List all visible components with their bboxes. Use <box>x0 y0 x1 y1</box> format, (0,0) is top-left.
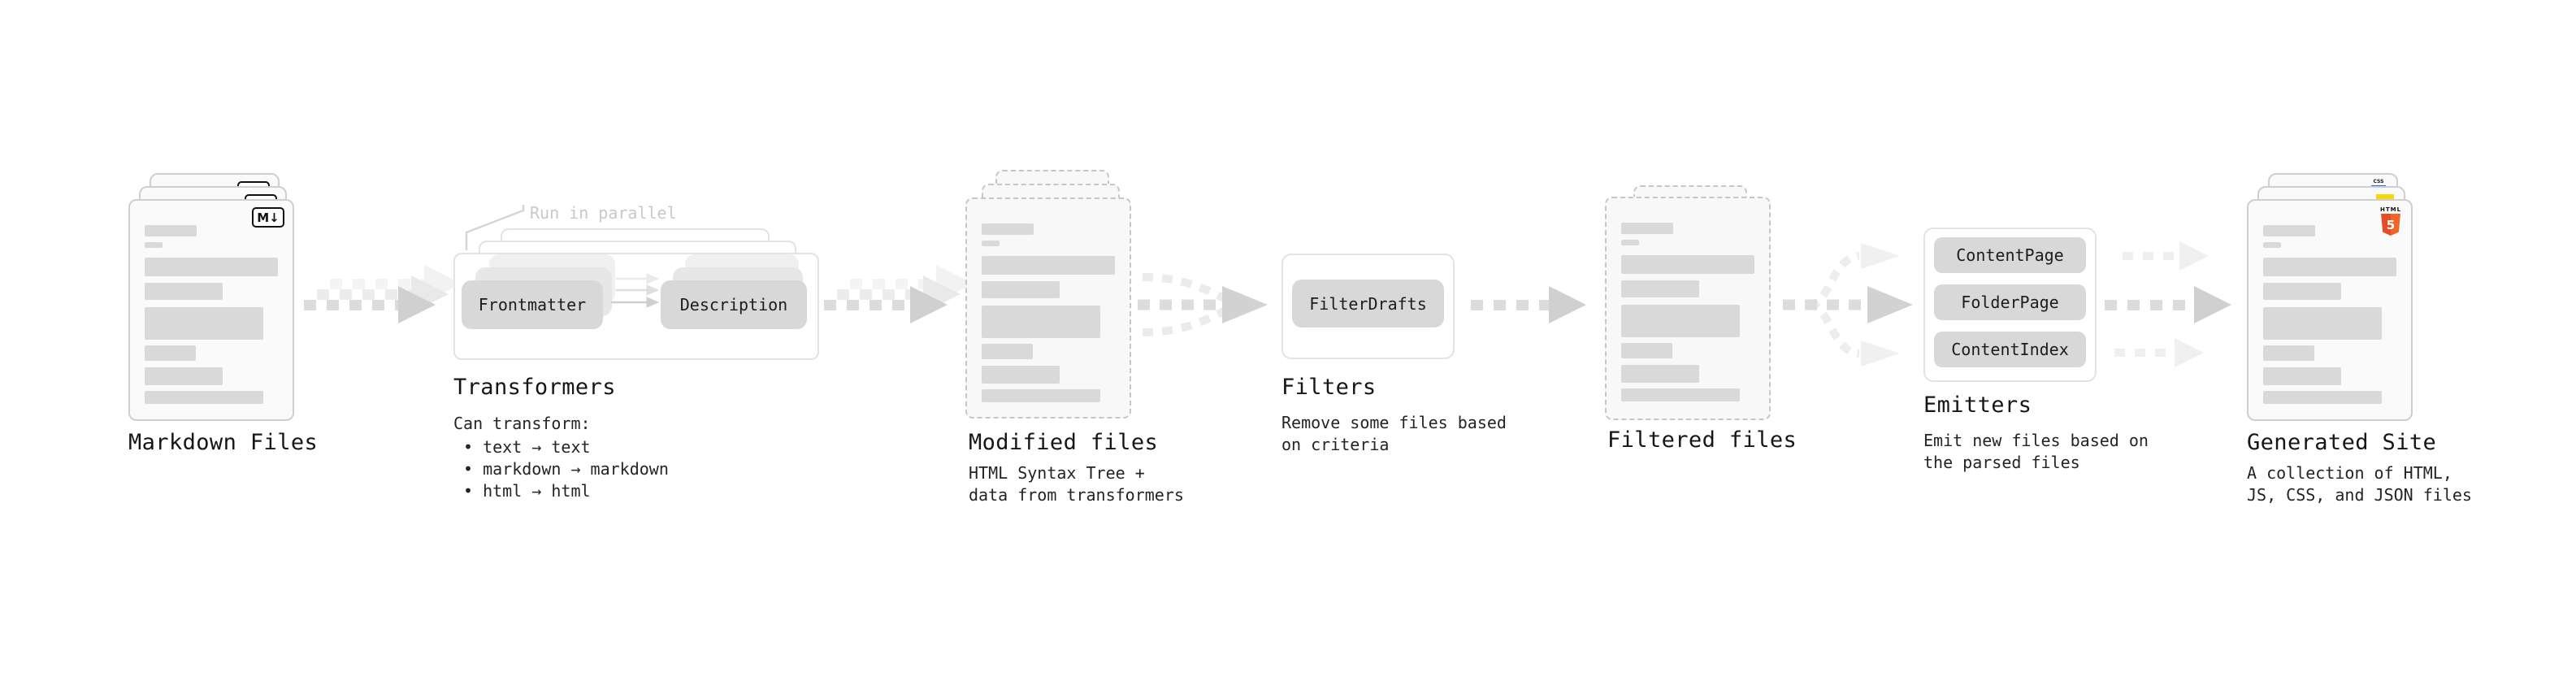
generated-site-stack: CSS HTML 5 <box>2247 173 2442 425</box>
run-in-parallel-annotation: Run in parallel <box>530 203 677 223</box>
html-file: HTML 5 <box>2247 199 2413 421</box>
transformers-bullet: • markdown → markdown <box>463 459 669 479</box>
html5-icon: HTML 5 <box>2380 206 2401 236</box>
arrow-transformers-to-modified <box>824 265 987 346</box>
modified-files-desc: HTML Syntax Tree + <box>969 463 1145 483</box>
arrow-fanout-filtered-to-emitters <box>1783 243 1913 367</box>
generated-site-label: Generated Site <box>2247 430 2437 455</box>
filters-desc: Remove some files based <box>1281 413 1507 432</box>
arrow-filters-to-filtered <box>1471 286 1593 323</box>
filterdrafts-pill: FilterDrafts <box>1292 280 1444 327</box>
filterdrafts-pill-label: FilterDrafts <box>1309 293 1427 314</box>
description-pill-label: Description <box>679 295 788 314</box>
transformers-bullet: • text → text <box>463 437 591 457</box>
generated-site-desc: JS, CSS, and JSON files <box>2247 485 2472 505</box>
arrow-contentpage-to-site <box>2123 241 2220 271</box>
markdown-files-stack: M↓ M↓ M↓ <box>128 173 323 425</box>
filtered-files-label: Filtered files <box>1607 427 1798 453</box>
modified-files-desc: data from transformers <box>969 485 1184 505</box>
contentpage-pill-label: ContentPage <box>1956 245 2064 265</box>
html5-icon-shield: 5 <box>2381 214 2400 236</box>
pill-to-pill-arrows <box>611 273 660 308</box>
folderpage-pill-label: FolderPage <box>1961 293 2059 312</box>
transformers-note-title: Can transform: <box>453 414 591 433</box>
frontmatter-pill: Frontmatter <box>462 280 603 329</box>
skeleton-text <box>982 223 1115 402</box>
arrow-contentindex-to-site <box>2114 338 2212 367</box>
skeleton-text <box>145 225 278 404</box>
frontmatter-pill-label: Frontmatter <box>478 295 587 314</box>
skeleton-text <box>1621 223 1754 401</box>
filtered-file-front <box>1605 197 1771 420</box>
arrow-folderpage-to-site <box>2105 286 2235 323</box>
generated-site-desc: A collection of HTML, <box>2247 463 2452 483</box>
contentindex-pill: ContentIndex <box>1934 332 2086 367</box>
arrow-merge-modified-to-filters <box>1138 273 1268 336</box>
modified-file-front <box>965 197 1131 419</box>
emitters-desc: the parsed files <box>1923 453 2080 472</box>
modified-files-stack <box>965 170 1136 422</box>
contentindex-pill-label: ContentIndex <box>1951 340 2069 359</box>
emitters-desc: Emit new files based on <box>1923 431 2149 450</box>
arrow-markdown-to-transformers <box>304 265 466 346</box>
filters-label: Filters <box>1281 375 1377 400</box>
contentpage-pill: ContentPage <box>1934 237 2086 273</box>
skeleton-text <box>2263 225 2396 404</box>
markdown-file-front: M↓ <box>128 199 294 421</box>
markdown-icon: M↓ <box>252 207 284 228</box>
filtered-files-stack <box>1605 185 1776 425</box>
description-pill: Description <box>661 280 807 329</box>
css-icon-label: CSS <box>2373 179 2384 184</box>
folderpage-pill: FolderPage <box>1934 284 2086 320</box>
annotation-leader-line <box>465 205 525 250</box>
emitters-label: Emitters <box>1923 393 2032 418</box>
html5-icon-word: HTML <box>2380 206 2402 213</box>
filters-desc: on criteria <box>1281 435 1390 454</box>
transformers-label: Transformers <box>453 375 616 400</box>
markdown-files-label: Markdown Files <box>128 430 319 455</box>
transformers-bullet: • html → html <box>463 481 591 501</box>
modified-files-label: Modified files <box>969 430 1159 455</box>
